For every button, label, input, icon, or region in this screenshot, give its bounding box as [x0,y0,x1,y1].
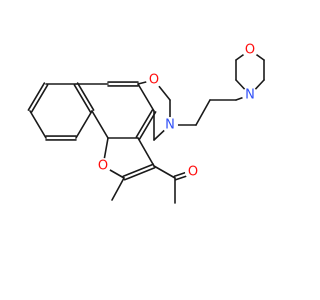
double-bond-line [73,84,92,113]
atom-label-background [242,42,258,58]
oxygen-atom-label: O [245,43,255,58]
oxygen-atom-label: O [149,73,159,88]
nitrogen-atom-label: N [165,118,175,133]
single-bond [153,165,176,179]
atom-label-background [95,158,111,174]
atom-label-background [162,117,178,133]
single-bond [195,99,211,126]
double-bond-line [123,166,156,181]
atom-label-layer: O O N N O O [95,42,258,180]
double-bond-line [138,111,157,140]
single-bond [91,110,109,139]
oxygen-atom-label: O [188,165,198,180]
molecule-structure: O O N N O O [27,42,265,204]
single-bond [111,177,125,201]
atom-label-background [242,87,258,103]
single-bond [137,137,155,167]
atom-label-background [146,72,162,88]
double-bond-line [76,82,95,111]
double-bond-line [27,82,46,111]
single-bond [75,110,93,139]
oxygen-atom-label: O [98,159,108,174]
atom-label-background [185,164,201,180]
single-bond [29,110,47,139]
double-bond-line [30,84,49,113]
double-bond-line [135,109,154,138]
double-bond-line [122,163,155,178]
nitrogen-atom-label: N [245,88,255,103]
single-bond [137,83,155,112]
bond-layer [27,49,265,204]
